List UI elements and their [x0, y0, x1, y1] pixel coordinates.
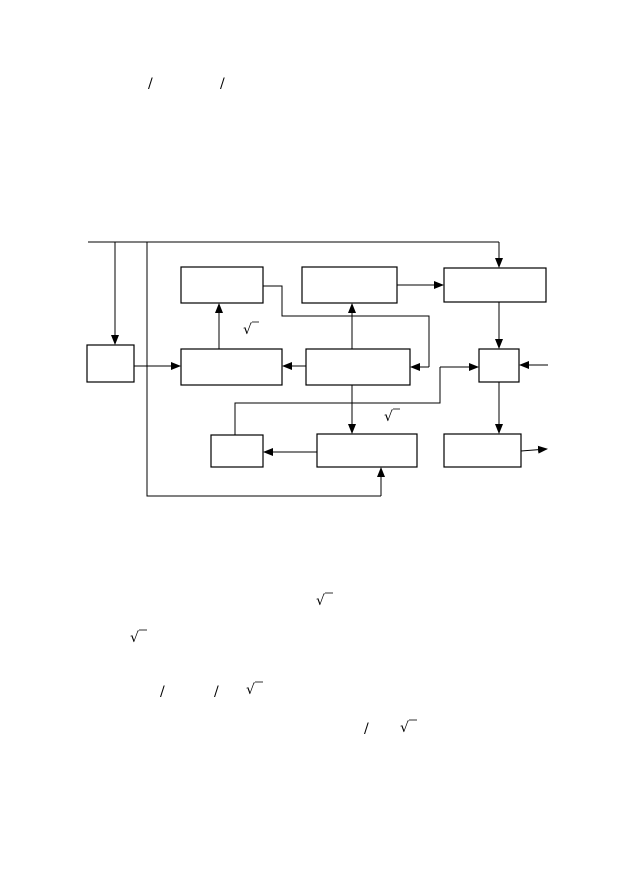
block-middle-center [305, 348, 411, 386]
arrow-output-exit [520, 445, 548, 454]
block-top-left [180, 266, 264, 304]
slash-glyph-5: / [364, 721, 369, 737]
sqrt-glyph-4: √ [130, 630, 139, 646]
slash-glyph-3: / [160, 684, 165, 700]
slash-glyph-2: / [220, 76, 225, 92]
block-bottom-small [210, 434, 264, 468]
block-top-right [443, 267, 547, 303]
sqrt-glyph-5: √ [246, 682, 255, 698]
block-input [86, 344, 135, 383]
sqrt-glyph-2: √ [384, 409, 393, 425]
sqrt-glyph-1: √ [243, 322, 252, 338]
sqrt-glyph-6: √ [400, 720, 409, 736]
block-summing [478, 348, 520, 383]
block-top-middle [301, 266, 398, 304]
feedback-line-lower [234, 367, 441, 435]
block-bottom-center [316, 433, 418, 468]
feedback-line-right [263, 285, 430, 367]
bottom-bus-line [146, 242, 381, 497]
block-middle-left [180, 348, 283, 386]
block-output [443, 433, 522, 468]
sqrt-glyph-3: √ [316, 593, 325, 609]
slash-glyph-1: / [148, 76, 153, 92]
slash-glyph-4: / [214, 684, 219, 700]
